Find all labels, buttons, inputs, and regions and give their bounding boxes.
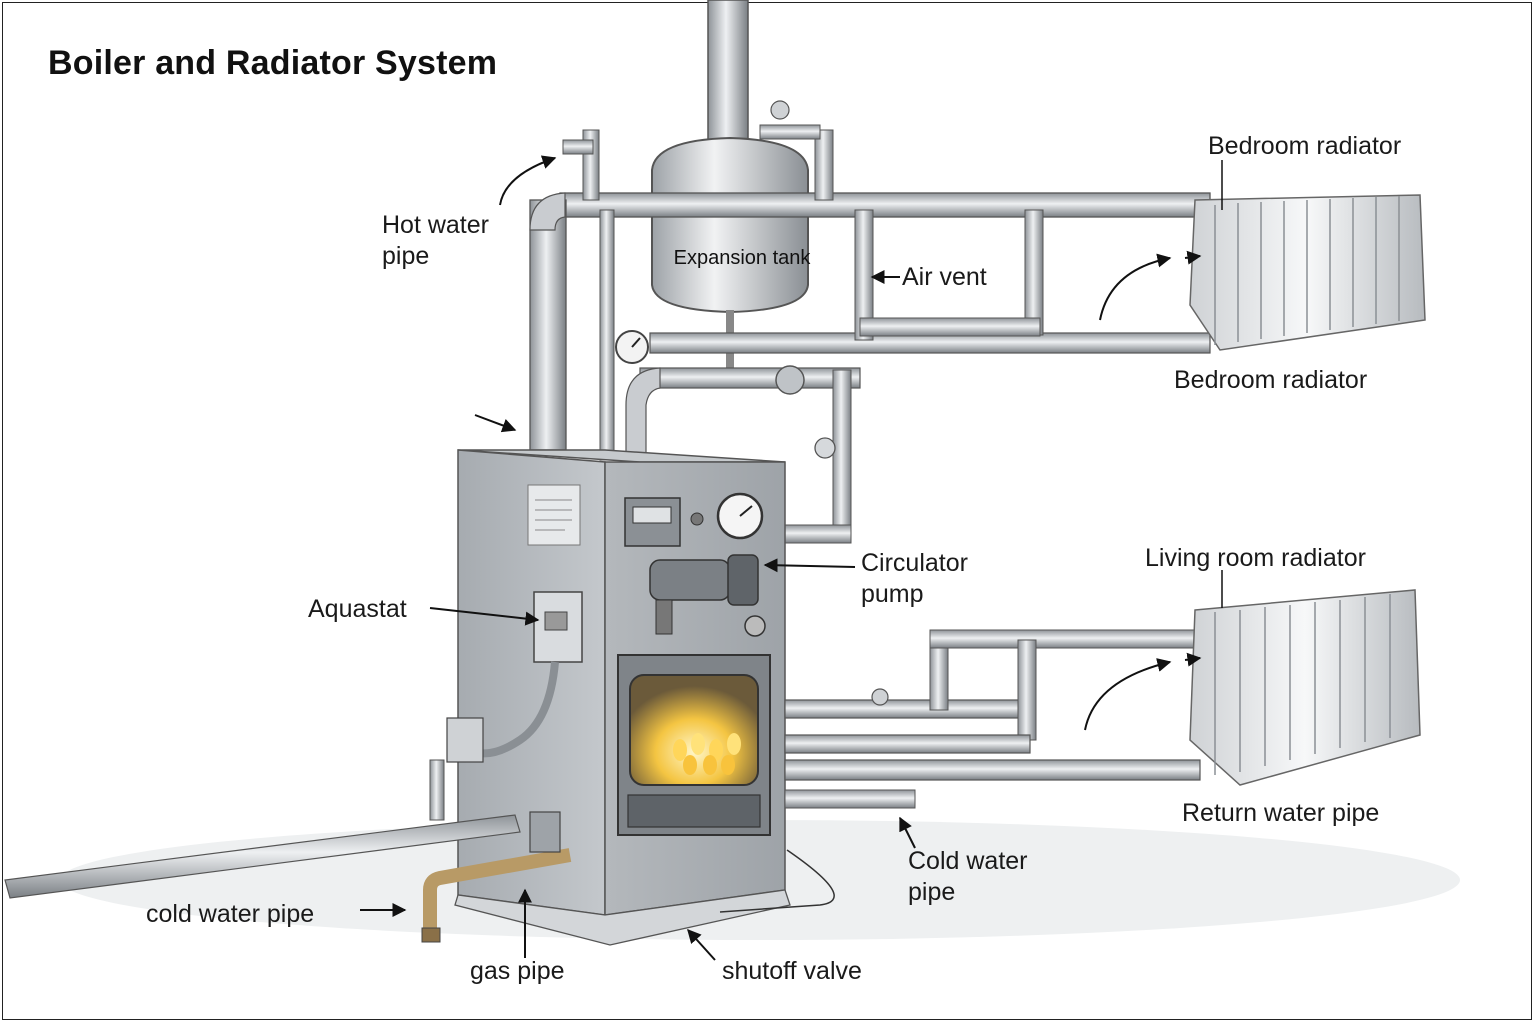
living-room-radiator-label: Living room radiator [1145, 544, 1366, 572]
flue-pipe [707, 0, 749, 151]
flow-arrow-bedroom [1099, 253, 1172, 321]
flow-arrow-living [1084, 658, 1172, 731]
hot-water-pipe-label-line2: pipe [382, 242, 430, 270]
cold-water-pipe-right-label: Cold water pipe [908, 846, 1028, 908]
circulator-pump [649, 554, 759, 635]
aquastat-label: Aquastat [308, 595, 407, 623]
aquastat-arrow [429, 607, 540, 626]
cold-water-pipe-right-line2: pipe [908, 878, 956, 906]
gas-pipe-label: gas pipe [470, 957, 565, 985]
boiler [454, 449, 791, 946]
bedroom-radiator-label-bottom: Bedroom radiator [1174, 366, 1368, 394]
hot-water-pipe-label: Hot water pipe [382, 210, 489, 272]
shutoff-valve-label: shutoff valve [722, 957, 862, 985]
cold-water-pipe-right-line1: Cold water [908, 847, 1028, 875]
bedroom-radiator-label-top: Bedroom radiator [1208, 132, 1402, 160]
hot-water-pipe-label-line1: Hot water [382, 211, 489, 239]
return-water-pipe [784, 759, 1201, 781]
circulator-pump-label-line1: Circulator [861, 549, 968, 577]
gas-pipe [423, 848, 572, 930]
cold-water-pipe-arrow [899, 816, 916, 849]
return-water-pipe-label: Return water pipe [1182, 799, 1380, 827]
air-vent-label: Air vent [902, 263, 987, 291]
burner-flames [673, 733, 741, 775]
supply-pipe-top [559, 192, 1211, 218]
circulator-pump-arrow [763, 558, 856, 573]
bedroom-radiator [1189, 194, 1426, 351]
living-room-radiator [1189, 589, 1421, 786]
gas-valve [529, 811, 561, 853]
expansion-tank-label: Expansion tank [674, 247, 812, 269]
diagram-title: Boiler and Radiator System [48, 44, 498, 82]
circulator-pump-label-line2: pump [861, 580, 924, 608]
zone-valve-icon [775, 365, 805, 395]
shutoff-valve-arrow [687, 928, 716, 961]
aquastat-conduit [468, 661, 559, 758]
cold-water-supply-pipe [4, 814, 521, 899]
circulator-pump-label: Circulator pump [861, 548, 968, 610]
hot-water-riser [529, 199, 567, 451]
cold-water-pipe-left-label: cold water pipe [146, 900, 315, 928]
hot-water-pipe-arrow [499, 155, 557, 206]
cold-water-pipe-right [784, 789, 916, 809]
gauge-pipe [599, 209, 615, 461]
supply-pipe-living [784, 699, 1026, 719]
rating-plate [527, 484, 581, 546]
